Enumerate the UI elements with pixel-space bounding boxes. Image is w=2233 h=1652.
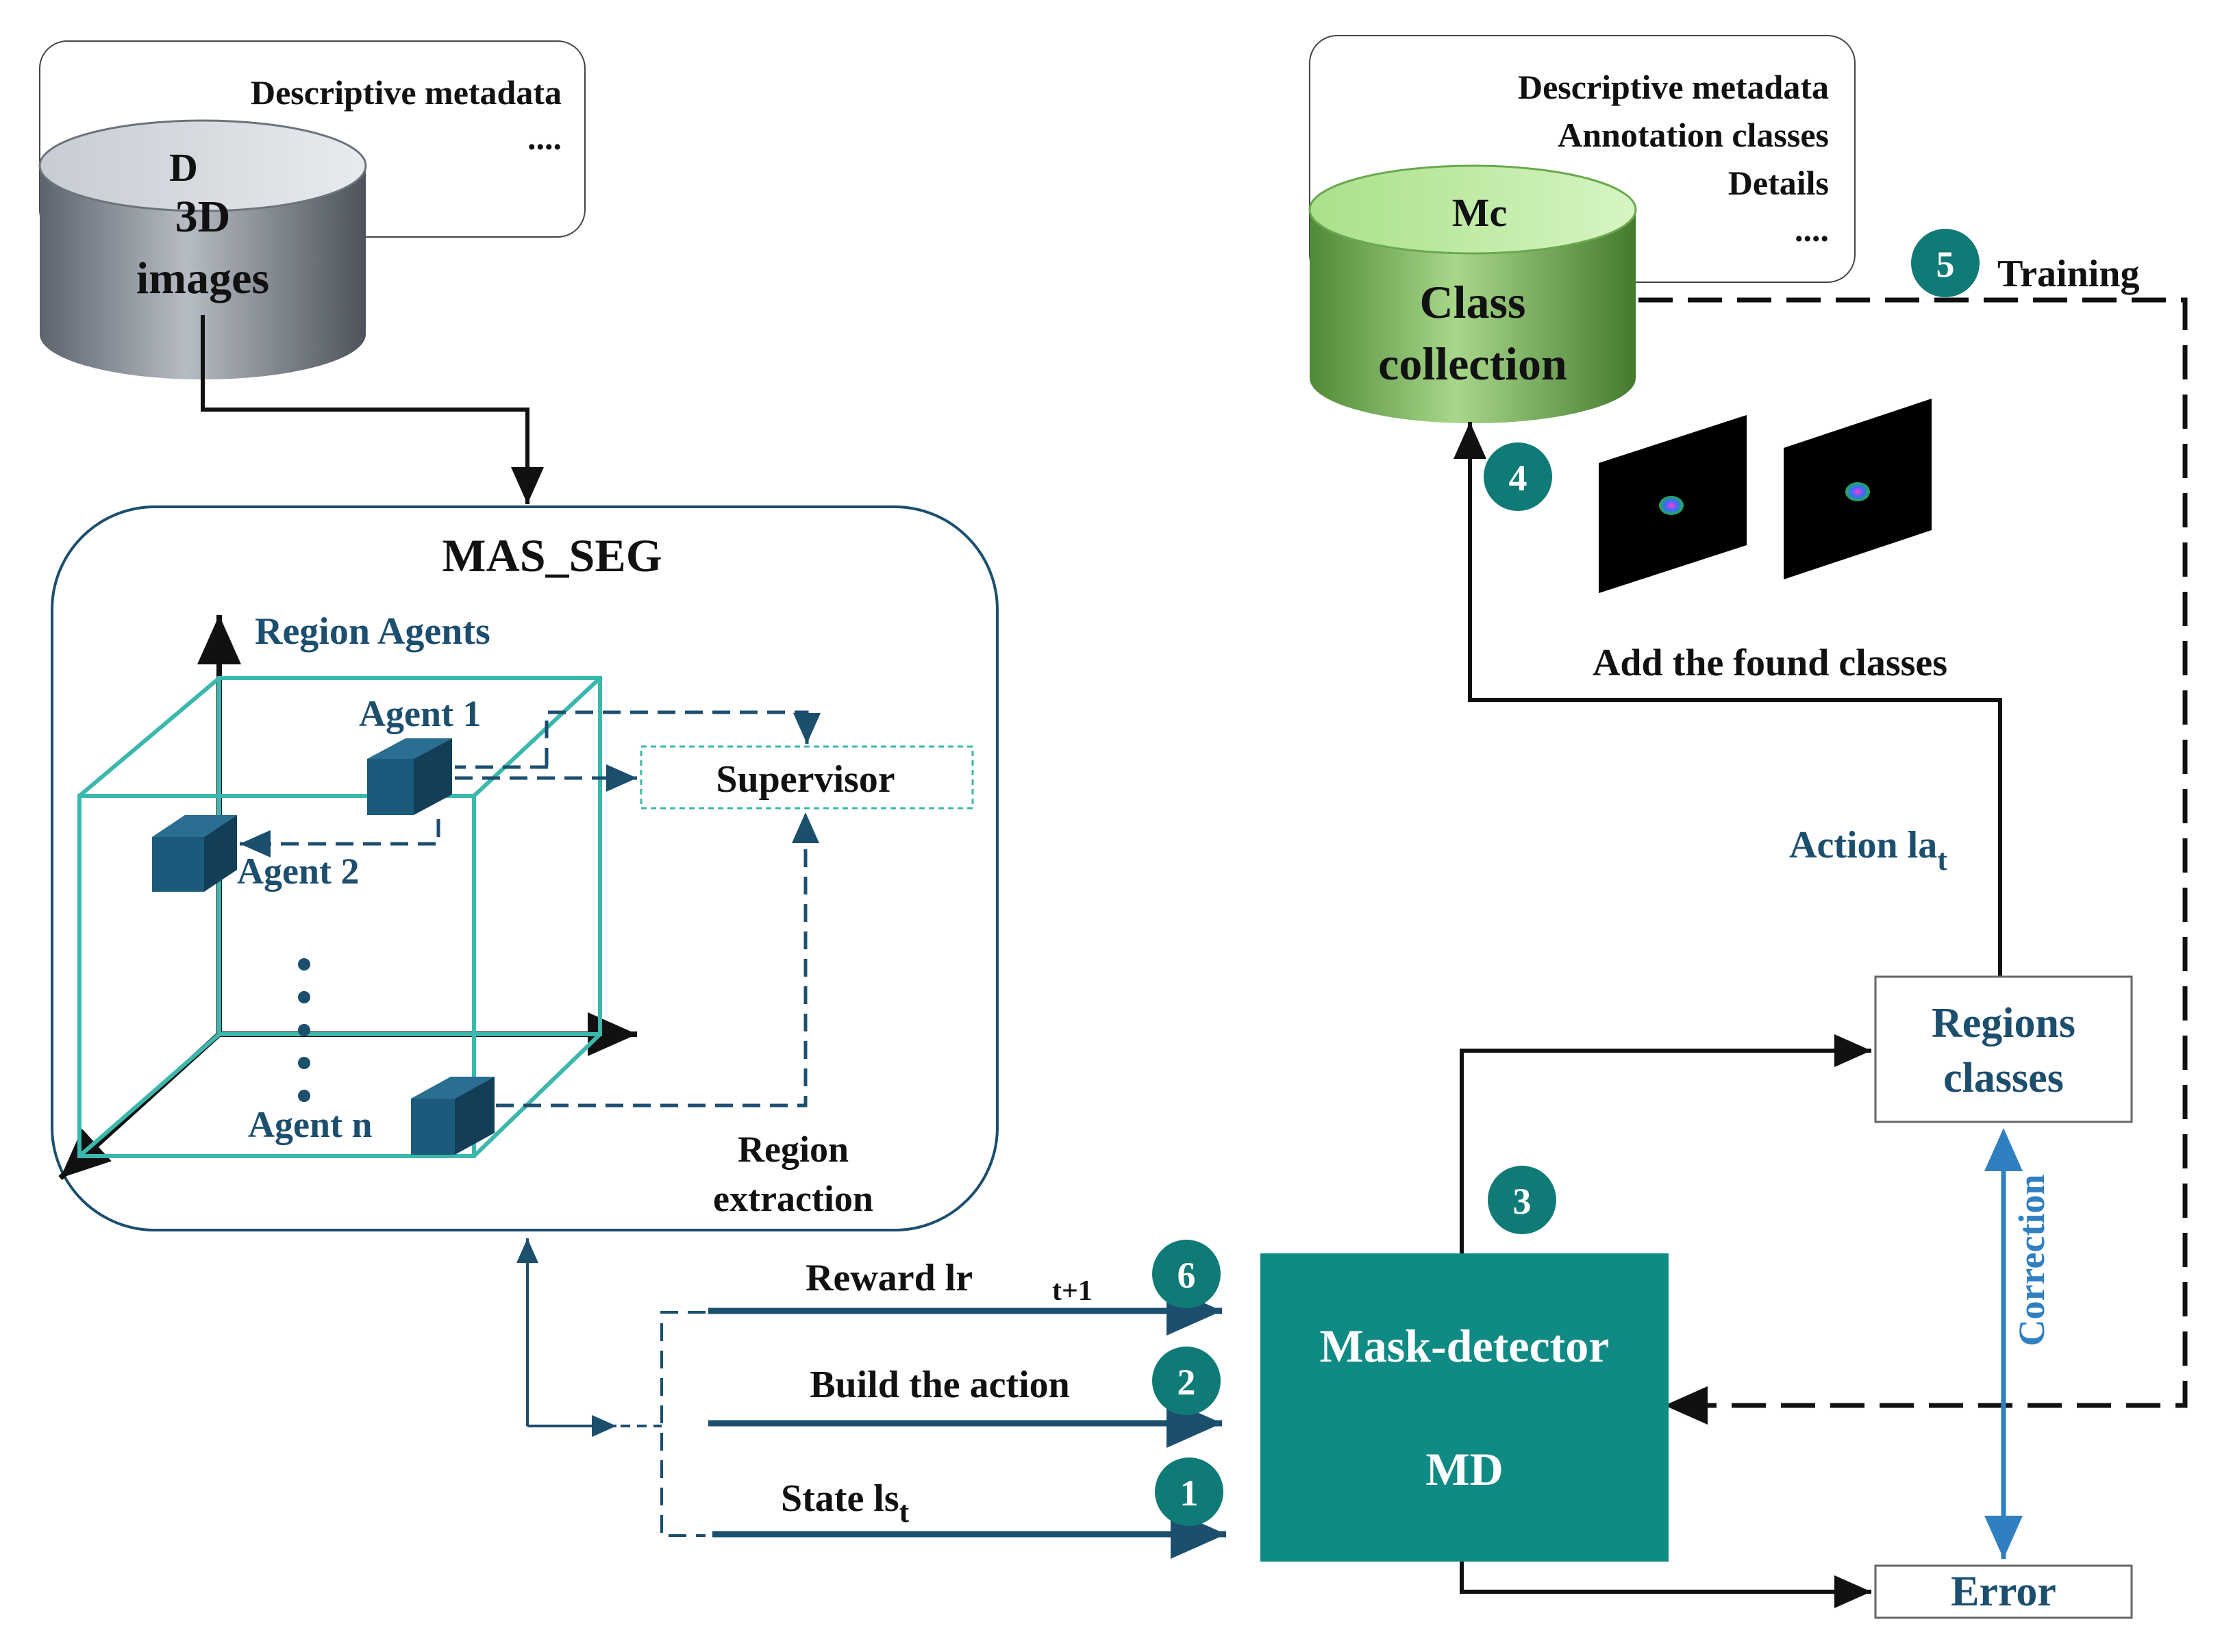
supervisor-box <box>640 745 974 810</box>
source-db-letter: D <box>169 145 198 190</box>
add-classes-arrow <box>1454 422 2002 977</box>
step-5-number: 5 <box>1936 244 1955 285</box>
mask-image-icon <box>1784 399 1932 579</box>
mask-detector-line-2: MD <box>1425 1443 1503 1495</box>
agent-n-label: Agent n <box>248 1104 373 1145</box>
add-classes-label: Add the found classes <box>1593 642 1947 684</box>
class-metadata-line-1: Descriptive metadata <box>1518 68 1829 106</box>
state-label: State lst <box>781 1477 910 1529</box>
mask-detector-line-1: Mask-detector <box>1320 1320 1610 1372</box>
correction-label: Correction <box>2011 1175 2052 1347</box>
agent-supervisor-links <box>240 710 821 1107</box>
mas-seg-panel: MAS_SEG Region Agents Agent 1 Age <box>51 505 999 1231</box>
source-metadata-line-2: .... <box>527 118 562 157</box>
agent-1-cube <box>367 738 452 815</box>
agent-2-label: Agent 2 <box>237 851 359 892</box>
mask-detector-box <box>1260 1253 1669 1562</box>
error-box <box>1874 1564 2133 1619</box>
class-database-cylinder-icon <box>1308 164 1637 423</box>
md-to-regions-arrow <box>1460 1034 1871 1253</box>
step-1-badge <box>1155 1457 1223 1526</box>
agent-n-cube <box>411 1077 495 1155</box>
step-1-number: 1 <box>1180 1473 1199 1514</box>
agent-1-label: Agent 1 <box>359 693 481 734</box>
step-5-badge <box>1911 229 1980 297</box>
step-2-number: 2 <box>1177 1362 1196 1403</box>
region-agents-label: Region Agents <box>255 610 490 653</box>
source-db-label-line-2: images <box>136 253 269 303</box>
class-db-label-line-2: collection <box>1378 338 1567 390</box>
mas-seg-frame <box>51 505 999 1231</box>
class-metadata-line-2: Annotation classes <box>1558 116 1829 154</box>
step-6-number: 6 <box>1177 1255 1196 1296</box>
action-label: Action lat <box>1789 824 1947 877</box>
mas-feedback-bus <box>516 1238 706 1537</box>
md-to-error-arrow <box>1460 1562 1871 1608</box>
reward-subscript: t+1 <box>1052 1275 1093 1307</box>
step-6-badge <box>1152 1240 1221 1308</box>
step-2-badge <box>1152 1347 1221 1415</box>
class-db-label-line-1: Class <box>1420 276 1526 328</box>
step-4-number: 4 <box>1509 458 1527 499</box>
regions-classes-line-1: Regions <box>1932 1000 2075 1047</box>
step-3-badge <box>1488 1166 1556 1234</box>
source-database: Descriptive metadata .... D 3D images <box>38 40 586 379</box>
error-label: Error <box>1951 1568 2056 1615</box>
source-db-label-line-1: 3D <box>175 192 231 242</box>
reward-label: Reward lr <box>806 1257 973 1299</box>
supervisor-label: Supervisor <box>716 758 895 801</box>
class-db-letter: Mc <box>1452 190 1508 235</box>
step-3-number: 3 <box>1513 1181 1532 1222</box>
step-4-badge <box>1484 442 1552 511</box>
agent-2-cube <box>152 815 237 892</box>
build-action-label: Build the action <box>810 1364 1070 1406</box>
region-extraction-line-1: Region <box>738 1129 849 1170</box>
class-metadata-line-4: .... <box>1795 210 1829 249</box>
class-metadata-line-3: Details <box>1728 164 1829 202</box>
class-database: Descriptive metadata Annotation classes … <box>1308 35 1856 423</box>
mask-image-icon <box>1599 415 1747 593</box>
source-to-mas-arrow <box>201 315 544 504</box>
regions-classes-line-2: classes <box>1943 1055 2064 1101</box>
training-label: Training <box>1997 253 2139 295</box>
agent-ellipsis-dots <box>298 958 310 1102</box>
mas-seg-title: MAS_SEG <box>442 529 662 581</box>
training-loop-arrow <box>1638 297 2188 1425</box>
source-metadata-line-1: Descriptive metadata <box>251 73 562 112</box>
database-cylinder-icon <box>38 119 367 379</box>
regions-classes-box <box>1874 975 2133 1123</box>
region-extraction-line-2: extraction <box>713 1178 873 1219</box>
